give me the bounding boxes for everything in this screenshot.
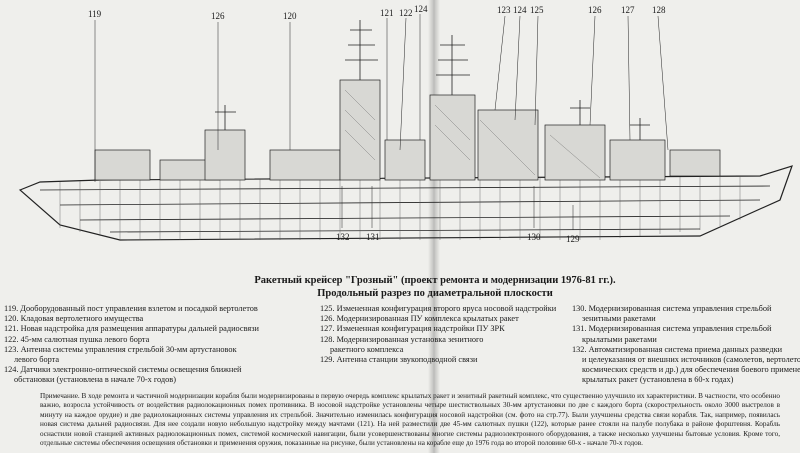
legend-item: 120. Кладовая вертолетного имущества: [4, 314, 144, 324]
callout-126: 126: [211, 11, 225, 21]
legend-item: и целеуказания от внешних источников (са…: [582, 355, 800, 365]
legend-item: 121. Новая надстройка для размещения апп…: [4, 324, 259, 334]
figure-title: Ракетный крейсер "Грозный" (проект ремон…: [254, 275, 616, 286]
legend-item: левого борта: [14, 355, 60, 365]
legend-item: 119. Дооборудованный пост управления взл…: [4, 304, 258, 313]
callout-128: 128: [652, 5, 666, 15]
callout-132: 132: [336, 232, 350, 242]
callout-124: 124: [513, 5, 527, 15]
legend-left: 119. Дооборудованный пост управления взл…: [4, 304, 259, 386]
legend-item: крылатыми ракетами: [582, 334, 657, 344]
callout-131: 131: [366, 232, 380, 242]
legend-item: космических средств и др.) для обеспечен…: [582, 365, 800, 375]
legend-item: 126. Модернизированная ПУ комплекса крыл…: [320, 314, 519, 324]
legend-item: 123. Антенна системы управления стрельбо…: [4, 344, 237, 354]
legend-item: 125. Измененная конфигурация второго яру…: [320, 304, 557, 313]
callout-121: 121: [380, 8, 394, 18]
callout-125: 125: [530, 5, 544, 15]
legend-item: 129. Антенна станции звукоподводной связ…: [320, 355, 478, 365]
legend-item: 131. Модернизированная система управлени…: [572, 324, 772, 334]
figure-subtitle: Продольный разрез по диаметральной плоск…: [317, 288, 553, 299]
callout-130: 130: [527, 232, 541, 242]
callout-126-right: 126: [588, 5, 602, 15]
legend-item: 130. Модернизированная система управлени…: [572, 304, 772, 313]
callout-119: 119: [88, 9, 102, 19]
callout-123: 123: [497, 5, 511, 15]
callout-129: 129: [566, 234, 580, 244]
legend-item: обстановки (установлена в начале 70-х го…: [14, 375, 176, 385]
footnote-paragraph: Примечание. В ходе ремонта и частичной м…: [40, 392, 780, 448]
callout-127: 127: [621, 5, 635, 15]
legend-item: 124. Датчики электронно-оптической систе…: [4, 365, 242, 375]
callout-122: 122: [399, 8, 413, 18]
callout-120: 120: [283, 11, 297, 21]
legend-right: 130. Модернизированная система управлени…: [572, 304, 800, 386]
callout-124-top: 124: [414, 4, 428, 14]
ship-cross-section-drawing: [18, 14, 793, 241]
legend-item: 122. 45-мм салютная пушка левого борта: [4, 334, 150, 344]
legend-item: 127. Измененная конфигурация надстройки …: [320, 324, 505, 334]
legend-item: ракетного комплекса: [330, 344, 404, 354]
legend-item: зенитными ракетами: [582, 314, 656, 324]
legend-middle: 125. Измененная конфигурация второго яру…: [320, 304, 557, 365]
legend-item: крылатых ракет (установлена в 60-х годах…: [582, 375, 734, 385]
legend-item: 128. Модернизированная установка зенитно…: [320, 334, 484, 344]
legend-item: 132. Автоматизированная система приема д…: [572, 344, 783, 354]
